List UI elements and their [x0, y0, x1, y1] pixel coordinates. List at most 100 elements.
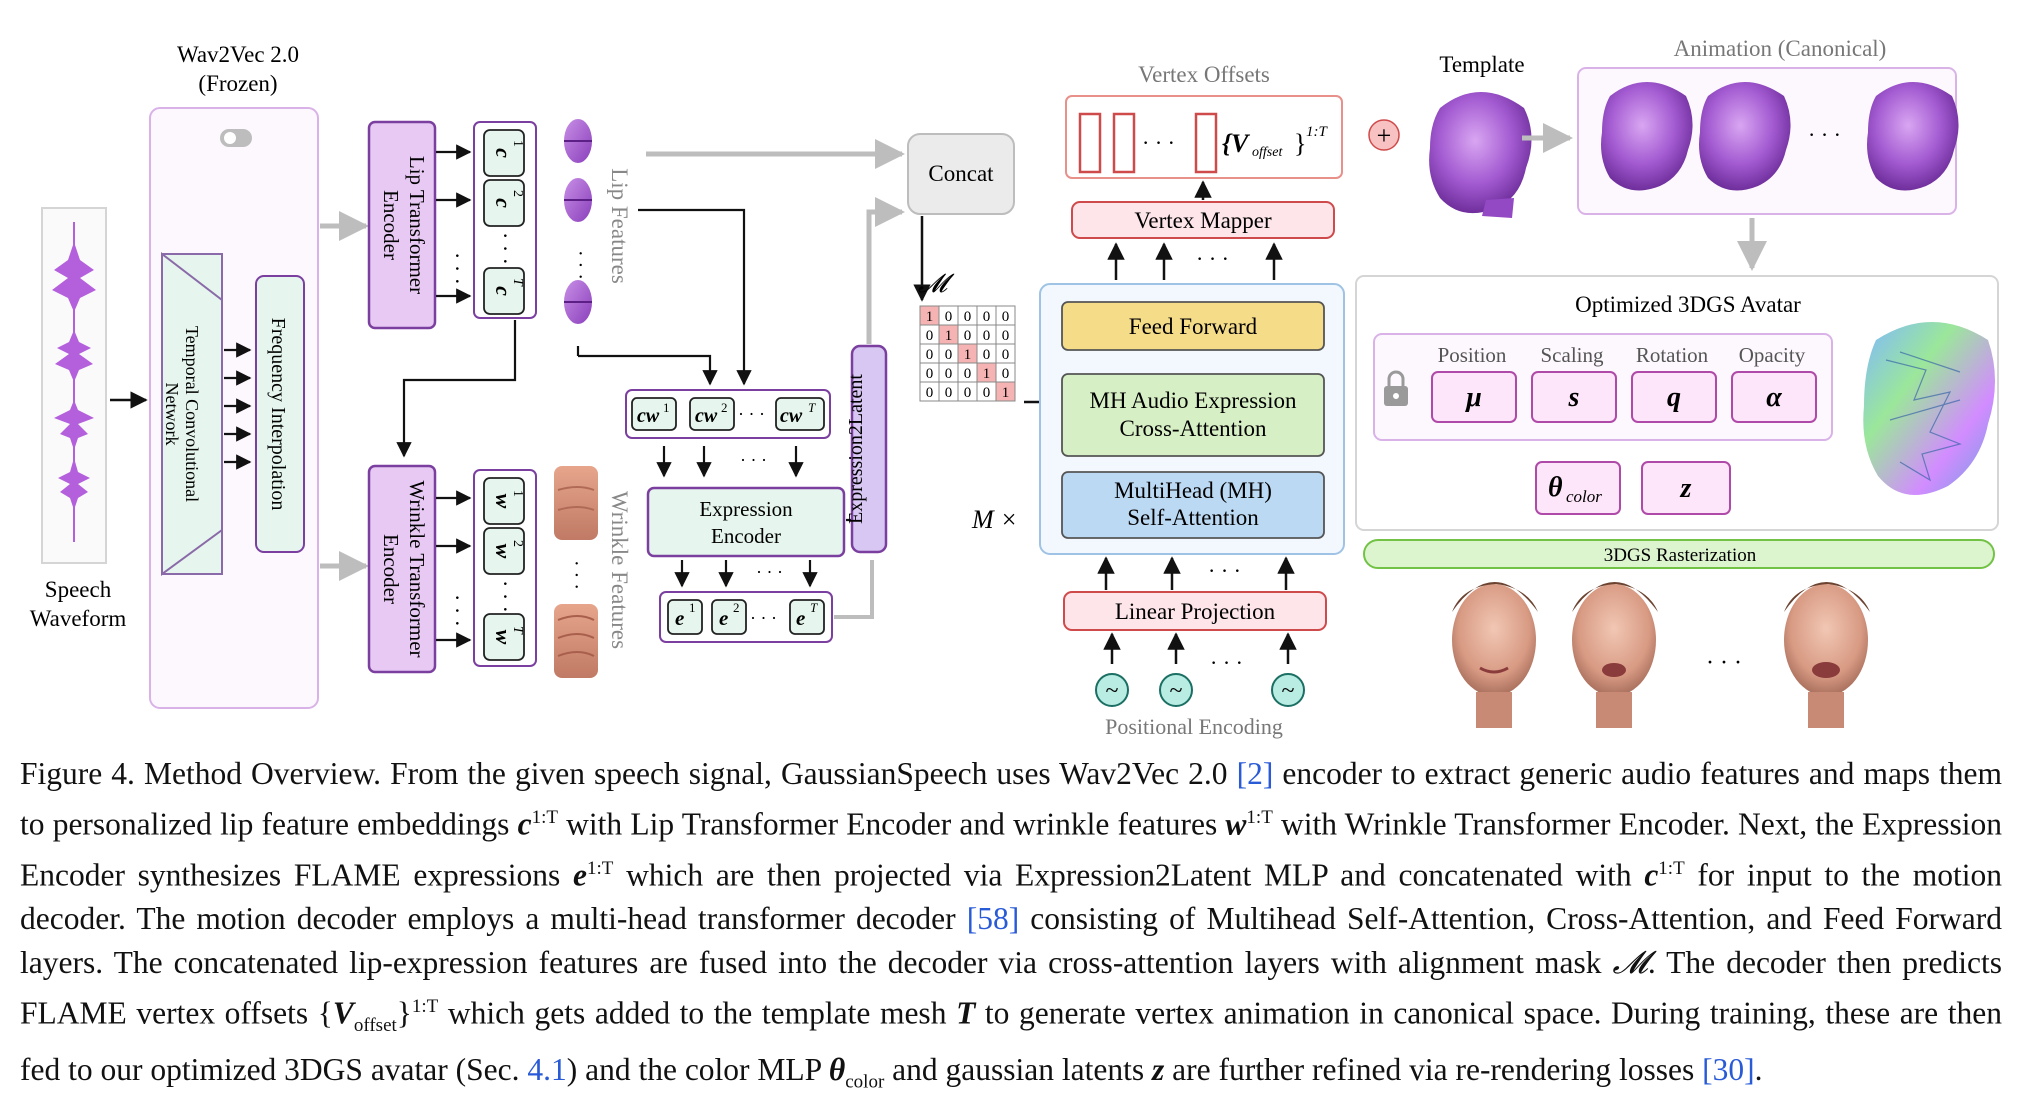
- section-link-4-1[interactable]: 4.1: [527, 1051, 567, 1087]
- svg-text:· · ·: · · ·: [1142, 130, 1175, 155]
- mask-cell-value: 0: [926, 347, 934, 363]
- positional-encoding-icons: ~ ~ · · · ~: [1095, 650, 1305, 707]
- caption-math: }: [396, 995, 412, 1031]
- rendered-faces: · · ·: [1450, 578, 1870, 730]
- wrinkle-token-w2: w 2: [483, 527, 525, 575]
- mask-cell-value: 0: [1002, 328, 1010, 344]
- mask-cell-value: 0: [964, 328, 972, 344]
- linear-projection-block: [1063, 591, 1327, 631]
- caption-math: offset: [353, 1014, 397, 1036]
- caption-math: 𝓜: [1612, 945, 1648, 980]
- citation-link-58[interactable]: [58]: [966, 901, 1020, 936]
- caption-math: 1:T: [1658, 857, 1685, 879]
- svg-text:}: }: [1294, 129, 1306, 158]
- wrinkle-token-wT: w T: [483, 613, 525, 661]
- wrinkle-encoder-dots: · · ·: [445, 594, 470, 627]
- mask-cell-value: 0: [945, 366, 953, 382]
- lip-token-cT: c T: [483, 267, 525, 315]
- caption-text: ) and the color MLP: [566, 1051, 829, 1087]
- mask-cell-value: 0: [1002, 366, 1010, 382]
- attribute-box: [1631, 371, 1717, 423]
- mask-cell-value: 0: [1002, 309, 1010, 325]
- caption-text: with Lip Transformer Encoder and wrinkle…: [557, 806, 1226, 842]
- svg-text:1: 1: [510, 490, 525, 497]
- lip-token-c2: c 2: [483, 179, 525, 227]
- mask-symbol: 𝓜: [918, 269, 955, 298]
- add-icon: [1368, 119, 1400, 151]
- mask-cell-value: 1: [983, 366, 991, 382]
- attribute-box: [1431, 371, 1517, 423]
- caption-text: which are then projected via Expression2…: [613, 857, 1645, 892]
- expression-encoder-line1: Expression: [699, 497, 793, 521]
- mask-cell-value: 0: [964, 385, 972, 401]
- mask-cell-value: 1: [945, 328, 953, 344]
- lip-encoder-line1: Lip Transformer: [405, 156, 429, 294]
- caption-math: θ: [828, 1051, 846, 1087]
- svg-text:e: e: [719, 606, 728, 630]
- cw-arrows-dots: · · ·: [740, 450, 767, 470]
- positional-encoding-label: Positional Encoding: [1105, 714, 1283, 739]
- mask-cell-value: 0: [945, 347, 953, 363]
- svg-text:w: w: [491, 544, 516, 559]
- m-times-label: M ×: [971, 505, 1018, 534]
- caption-math: c: [517, 806, 532, 842]
- svg-text:e: e: [796, 606, 805, 630]
- self-attention-block: [1061, 471, 1325, 539]
- caption-math: T: [956, 995, 976, 1031]
- proj-arrows-dots: · · ·: [1208, 558, 1241, 583]
- expression-encoder: [646, 486, 846, 558]
- caption-math: color: [845, 1071, 885, 1093]
- caption-math: e: [573, 857, 588, 892]
- lock-icon: [1384, 370, 1408, 406]
- lip-token-c1: c 1: [483, 129, 525, 177]
- wrinkle-token-dots: · · ·: [493, 580, 518, 613]
- svg-text:cw: cw: [780, 405, 803, 427]
- attribute-label: Scaling: [1541, 343, 1604, 367]
- svg-text:· · ·: · · ·: [565, 560, 587, 590]
- attribute-symbol: α: [1766, 382, 1782, 413]
- cross-attention-line1: MH Audio Expression: [1090, 388, 1298, 413]
- wrinkle-features-label: Wrinkle Features: [607, 491, 632, 649]
- mask-cell-value: 0: [983, 347, 991, 363]
- svg-text:~: ~: [1106, 678, 1119, 704]
- svg-text:1: 1: [510, 140, 525, 147]
- svg-text:c: c: [491, 286, 516, 296]
- caption-math: 1:T: [587, 857, 614, 879]
- feed-forward-block: [1061, 301, 1325, 351]
- caption-math: w: [1225, 806, 1247, 842]
- svg-text:z: z: [1680, 473, 1692, 504]
- concat-block: [907, 133, 1015, 215]
- attribute-symbol: q: [1667, 382, 1681, 413]
- lip-encoder-dots: · · ·: [445, 252, 470, 285]
- mask-cell: [995, 381, 1016, 402]
- svg-text:1:T: 1:T: [1306, 124, 1328, 140]
- svg-text:c: c: [491, 148, 516, 158]
- wrinkle-encoder-line1: Wrinkle Transformer: [405, 480, 429, 657]
- mask-cell-value: 0: [926, 366, 934, 382]
- svg-text:cw: cw: [637, 405, 660, 427]
- attribute-box: [1531, 371, 1617, 423]
- caption-text: are further refined via re-rendering los…: [1164, 1051, 1703, 1087]
- citation-link-30[interactable]: [30]: [1702, 1051, 1755, 1087]
- wav2vec-title-line1: Wav2Vec 2.0: [177, 42, 299, 67]
- method-overview-figure: Speech Waveform Wav2Vec 2.0 (Frozen) Tem…: [30, 36, 1999, 739]
- caption-text: encoder to extract generic audio feature…: [20, 756, 2002, 842]
- lip-transformer-encoder: [367, 120, 437, 330]
- avatar-title: Optimized 3DGS Avatar: [1575, 292, 1801, 317]
- wrinkle-encoder-line2: Encoder: [379, 534, 403, 604]
- mask-cell-value: 0: [945, 385, 953, 401]
- e-token-1: e 1: [667, 599, 703, 635]
- cross-attention-line2: Cross-Attention: [1120, 416, 1267, 441]
- svg-text:~: ~: [1170, 678, 1183, 704]
- expression2latent-block: [850, 344, 888, 554]
- cw-token-T: cw T: [775, 397, 825, 431]
- citation-link-2[interactable]: [2]: [1236, 756, 1274, 791]
- vertex-mapper-block: [1071, 201, 1335, 239]
- caption-text: and gaussian latents: [884, 1051, 1152, 1087]
- gaussian-splat-head: [1863, 322, 1995, 495]
- svg-text:offset: offset: [1252, 145, 1283, 160]
- cw-token-2: cw 2: [689, 397, 735, 431]
- caption-text: to generate vertex animation in canonica…: [20, 995, 2002, 1087]
